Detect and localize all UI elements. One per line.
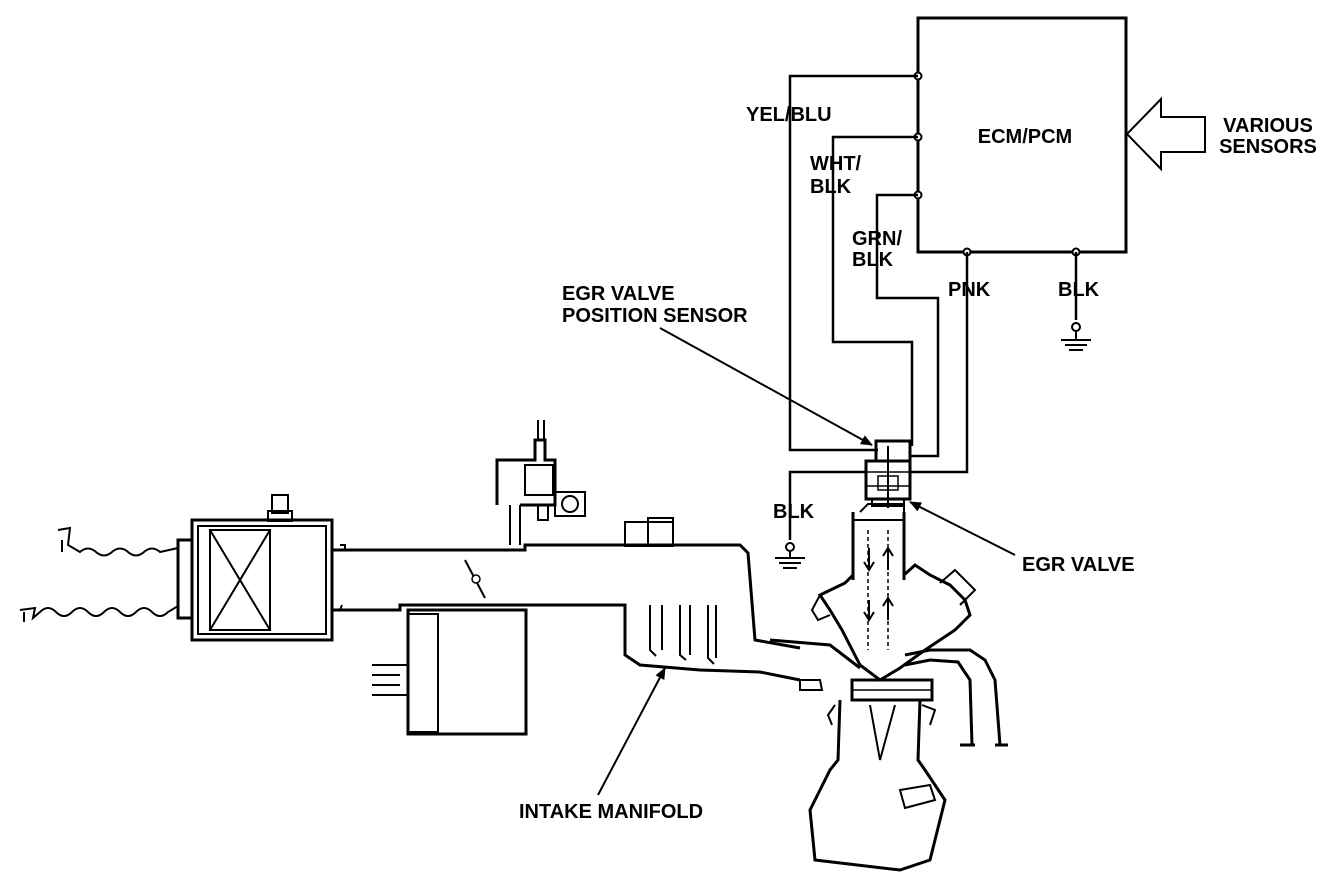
- egr-sensor-label-line2: POSITION SENSOR: [562, 305, 748, 327]
- wire-label-wht-blk-line2: BLK: [810, 176, 852, 198]
- intake-manifold-leader: [597, 667, 666, 796]
- ground-icon: [1061, 322, 1091, 351]
- ground-icon: [775, 542, 805, 569]
- wire-wht-blk: [831, 135, 918, 446]
- egr-sensor-label-line1: EGR VALVE: [562, 283, 675, 305]
- wire-label-pnk: PNK: [948, 279, 991, 301]
- wire-label-grn-blk-line2: BLK: [852, 249, 894, 271]
- wire-pnk: [910, 252, 969, 474]
- wire-label-grn-blk-line1: GRN/: [852, 228, 902, 250]
- wire-label-wht-blk-line1: WHT/: [810, 153, 862, 175]
- wire-blk-valve: [788, 470, 866, 540]
- wire-grn-blk: [875, 193, 940, 458]
- egr-valve-assembly: [859, 439, 912, 513]
- various-sensors-label-line2: SENSORS: [1219, 136, 1317, 158]
- ecm-pcm-module: ECM/PCM: [913, 16, 1128, 257]
- wire-yel-blu: [788, 74, 918, 452]
- egr-valve-leader: [909, 501, 1016, 556]
- intake-manifold-label: INTAKE MANIFOLD: [519, 801, 703, 823]
- intake-tract: [19, 420, 801, 736]
- ecm-pcm-label: ECM/PCM: [978, 126, 1072, 148]
- engine-block: [769, 563, 1008, 872]
- egr-valve-label: EGR VALVE: [1022, 554, 1135, 576]
- various-sensors-arrow-icon: [1125, 96, 1206, 172]
- egr-sensor-leader: [659, 327, 873, 446]
- wire-label-blk-ecm: BLK: [1058, 279, 1100, 301]
- wire-label-blk-valve: BLK: [773, 501, 815, 523]
- various-sensors-label-line1: VARIOUS: [1223, 115, 1313, 137]
- egr-pipe: [851, 512, 906, 650]
- wire-label-yel-blu: YEL/BLU: [746, 104, 832, 126]
- wiring-harness: [788, 74, 1078, 540]
